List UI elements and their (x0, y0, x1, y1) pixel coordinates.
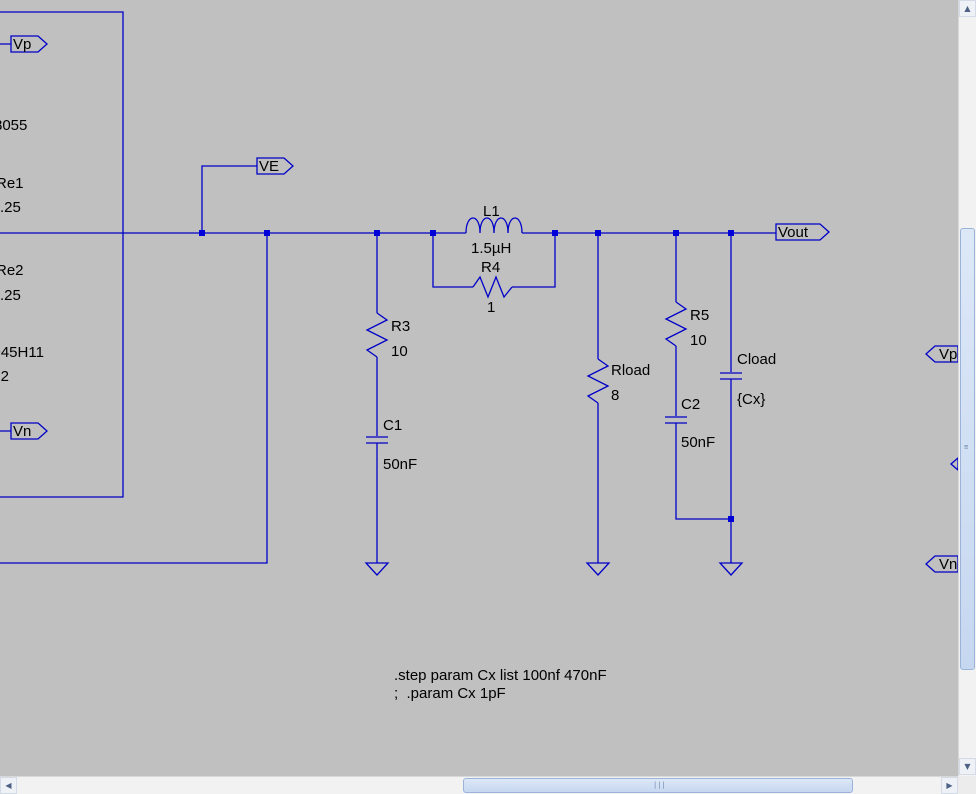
l1-inductor-symbol (465, 217, 523, 234)
vertical-scrollbar[interactable]: ▲ ≡ ▼ (958, 0, 976, 776)
flag-ve-shape (256, 157, 294, 175)
vertical-scroll-thumb[interactable]: ≡ (960, 228, 975, 670)
horizontal-scroll-thumb[interactable]: ||| (463, 778, 853, 793)
l1-name: L1 (483, 203, 500, 220)
cload-name: Cload (737, 351, 776, 368)
l1-value: 1.5µH (471, 240, 511, 257)
ground-symbol-2 (585, 562, 611, 576)
junction-dot (673, 230, 679, 236)
flag-vp-right-label: Vp (939, 346, 957, 363)
rload-name: Rload (611, 362, 650, 379)
schematic-canvas[interactable]: Vp Vn VE Vout Vp Vn 8055 Re1 .25 Re2 .25… (0, 0, 958, 776)
r5-resistor-symbol (664, 301, 688, 347)
schematic-drawing: Vp Vn VE Vout Vp Vn 8055 Re1 .25 Re2 .25… (0, 11, 958, 702)
c2-bottom-wire (675, 423, 731, 520)
c2-name: C2 (681, 396, 700, 413)
left-label: D45H11 (0, 344, 44, 361)
r5-value: 10 (690, 332, 707, 349)
r3-name: R3 (391, 318, 410, 335)
flag-vout-label: Vout (778, 224, 809, 241)
junction-dot (728, 230, 734, 236)
r5-name: R5 (690, 307, 709, 324)
arrow-up-icon[interactable]: ▲ (959, 0, 976, 17)
r4-resistor-symbol (472, 275, 513, 299)
spice-directive-param[interactable]: ; .param Cx 1pF (394, 685, 506, 702)
r3-resistor-symbol (365, 312, 389, 358)
c2-capacitor-symbol (665, 416, 687, 424)
junction-dot (264, 230, 270, 236)
grip-icon: ≡ (964, 443, 969, 451)
flag-vout-shape (775, 223, 830, 241)
r4-name: R4 (481, 259, 500, 276)
flag-vn-left-label: Vn (13, 423, 31, 440)
ground-symbol-3 (718, 562, 744, 576)
return-wire (0, 233, 268, 564)
grip-icon: ||| (653, 781, 666, 789)
junction-dot (430, 230, 436, 236)
left-label: .25 (0, 199, 21, 216)
flag-ve-label: VE (259, 158, 279, 175)
arrow-left-icon[interactable]: ◀ (0, 777, 17, 794)
flag-vn-right-label: Vn (939, 556, 957, 573)
r4-wire-right (512, 233, 556, 288)
flag-vp-right-shape (925, 345, 958, 363)
ground-symbol-1 (364, 562, 390, 576)
r4-value: 1 (487, 299, 495, 316)
rload-resistor-symbol (586, 358, 610, 404)
left-label: Re2 (0, 262, 24, 279)
junction-dot (374, 230, 380, 236)
left-label: 8055 (0, 117, 27, 134)
flag-vn-left-shape (0, 422, 48, 440)
arrow-right-icon[interactable]: ▶ (941, 777, 958, 794)
arrow-down-icon[interactable]: ▼ (959, 758, 976, 775)
left-label: .25 (0, 287, 21, 304)
junction-dot (552, 230, 558, 236)
left-block-outline (0, 11, 124, 498)
rload-value: 8 (611, 387, 619, 404)
c1-name: C1 (383, 417, 402, 434)
junction-dot (595, 230, 601, 236)
junction-dot (728, 516, 734, 522)
left-label: Re1 (0, 175, 24, 192)
r4-wire (432, 233, 473, 288)
cload-value: {Cx} (737, 391, 765, 408)
flag-vn-right-shape (925, 555, 958, 573)
flag-vp-left-shape (0, 35, 48, 53)
c1-value: 50nF (383, 456, 417, 473)
junction-dot (199, 230, 205, 236)
c1-capacitor-symbol (366, 436, 388, 444)
flag-vp-left-label: Vp (13, 36, 31, 53)
ve-wire (201, 165, 257, 233)
horizontal-scrollbar[interactable]: ◀ ||| ▶ (0, 776, 958, 794)
left-label: Q2 (0, 368, 9, 385)
r3-value: 10 (391, 343, 408, 360)
c2-value: 50nF (681, 434, 715, 451)
flag-partial-right-shape (950, 457, 958, 471)
spice-directive-step[interactable]: .step param Cx list 100nf 470nF (394, 667, 607, 684)
cload-capacitor-symbol (720, 372, 742, 380)
scrollbar-corner (958, 776, 976, 794)
